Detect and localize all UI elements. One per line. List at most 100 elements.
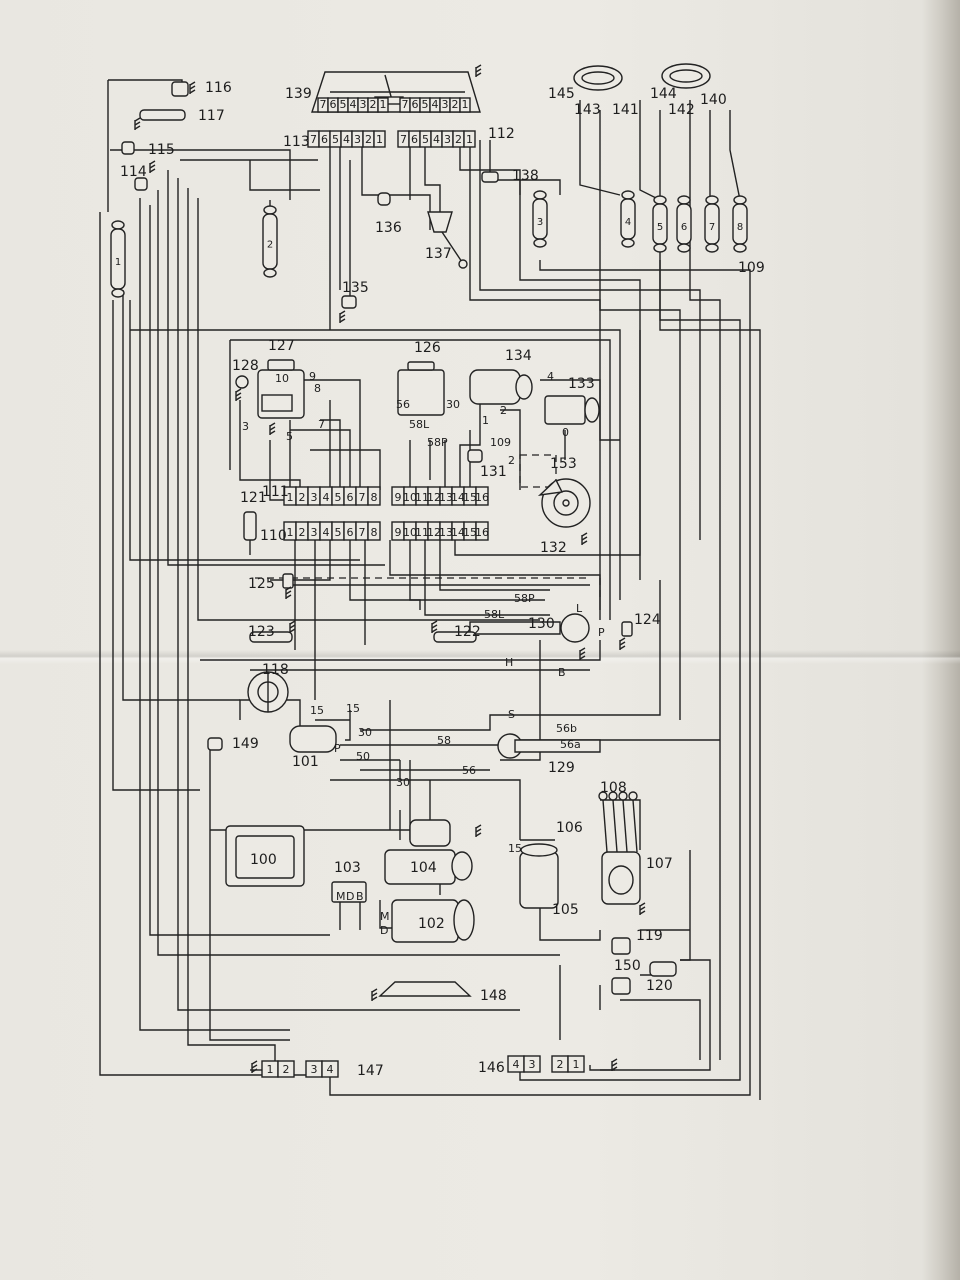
fuse-end [677, 195, 691, 205]
fuse-end [111, 288, 125, 298]
wire [177, 178, 520, 1011]
wire [330, 779, 521, 840]
connector-111-pin-label: 7 [359, 491, 366, 504]
connector-139-pin-label: 5 [422, 98, 429, 111]
wire-label-wH: H [505, 656, 513, 669]
connector-139-pin-label: 1 [462, 98, 469, 111]
ground-symbol [134, 117, 141, 130]
connector-139-pin-label: 2 [452, 98, 459, 111]
connector-111-pin-label: 5 [335, 491, 342, 504]
wire [424, 140, 441, 225]
wire-label-wL: L [576, 602, 583, 615]
connector-113-pin-label: 1 [376, 133, 383, 146]
component-label-c108: 108 [600, 780, 627, 796]
relay-127-top [267, 359, 295, 371]
ground-symbol [149, 160, 156, 173]
wire-label-w15_a: 15 [310, 704, 324, 717]
component-label-c123: 123 [248, 624, 275, 640]
component-label-c111: 111 [262, 484, 289, 500]
connector-112-pin-label: 6 [411, 133, 418, 146]
ground-symbol [431, 620, 438, 633]
connector-111-pin-label: 6 [347, 491, 354, 504]
component-label-c118: 118 [262, 662, 289, 678]
wire-label-w15_b: 15 [346, 702, 360, 715]
connector-111-pin-label: 2 [299, 491, 306, 504]
wire-label-wP_a: P [334, 742, 341, 755]
connector-110-pin-label: 4 [323, 526, 330, 539]
wire [639, 100, 661, 201]
wire [249, 160, 320, 191]
connector-112-pin-label: 4 [433, 133, 440, 146]
connector-139-pin-cell [377, 97, 389, 113]
wire-label-w30_b: 30 [358, 726, 372, 739]
coil-101 [289, 725, 337, 753]
spark-plug-lead [628, 791, 638, 801]
connector-147-pin-label: 3 [311, 1063, 318, 1076]
motor-134-end [515, 374, 533, 400]
connector-139-pin-label: 1 [380, 98, 387, 111]
switch-133-knob [584, 397, 600, 423]
component-label-c144: 144 [650, 86, 677, 102]
connector-111-pin-label: 4 [323, 491, 330, 504]
wire [230, 339, 611, 620]
wire-label-w58p_b: 58P [514, 592, 535, 605]
wire [112, 300, 200, 791]
wire-label-w9: 9 [309, 370, 316, 383]
ground-symbol [639, 902, 646, 915]
connector-147-pin-label: 4 [327, 1063, 334, 1076]
connector-111-pin-label: 10 [403, 491, 417, 504]
switch-137 [427, 211, 453, 233]
component-label-c145: 145 [548, 86, 575, 102]
wire [300, 379, 361, 490]
component-label-c128: 128 [232, 358, 259, 374]
fuse-label: 5 [657, 222, 663, 233]
component-label-c126: 126 [414, 340, 441, 356]
connector-146-pin-cell [523, 1055, 541, 1073]
wire-label-w8: 8 [314, 382, 321, 395]
connector-113-pin-label: 4 [343, 133, 350, 146]
component-label-c115: 115 [148, 142, 175, 158]
connector-111-pin-label: 11 [415, 491, 429, 504]
connector-139-pin-label: 7 [402, 98, 409, 111]
wire-label-w58l_b: 58L [484, 608, 505, 621]
component-label-c132: 132 [540, 540, 567, 556]
connector-110-pin-label: 9 [395, 526, 402, 539]
switch-149 [207, 737, 223, 751]
wire [539, 900, 601, 941]
wire [209, 740, 290, 1041]
wire-label-w56a: 56a [560, 738, 581, 751]
sensor-135 [341, 295, 357, 309]
component-label-c104: 104 [410, 860, 437, 876]
fuse-label: 6 [681, 222, 687, 233]
connector-111-pin-label: 15 [463, 491, 477, 504]
fuse-end [533, 238, 547, 248]
switch-125 [282, 573, 294, 589]
spark-plug-lead [618, 791, 628, 801]
connector-113-pin-cell [373, 130, 386, 148]
connector-110-pin-label: 15 [463, 526, 477, 539]
wire-label-w4: 4 [547, 370, 554, 383]
wire-label-w56_b: 56 [462, 764, 476, 777]
horn-145-rim [581, 71, 615, 85]
connector-111-pin-label: 3 [311, 491, 318, 504]
component-label-c105: 105 [552, 902, 579, 918]
component-label-c112: 112 [488, 126, 515, 142]
wire [197, 198, 540, 621]
connector-139-pin-label: 5 [340, 98, 347, 111]
connector-110-pin-cell [475, 521, 489, 541]
fuse-end [733, 243, 747, 253]
wire [659, 260, 761, 1100]
component-label-c106: 106 [556, 820, 583, 836]
spark-plug-lead [608, 791, 618, 801]
wire-label-w15_c: 15 [508, 842, 522, 855]
component-label-c149: 149 [232, 736, 259, 752]
wire [349, 540, 421, 610]
wire-label-w109: 109 [490, 436, 511, 449]
wire [149, 205, 330, 936]
fuse-end [533, 190, 547, 200]
component-label-c138: 138 [512, 168, 539, 184]
fuse-end [653, 243, 667, 253]
light-bar-117 [139, 109, 186, 121]
fuse-end [653, 195, 667, 205]
